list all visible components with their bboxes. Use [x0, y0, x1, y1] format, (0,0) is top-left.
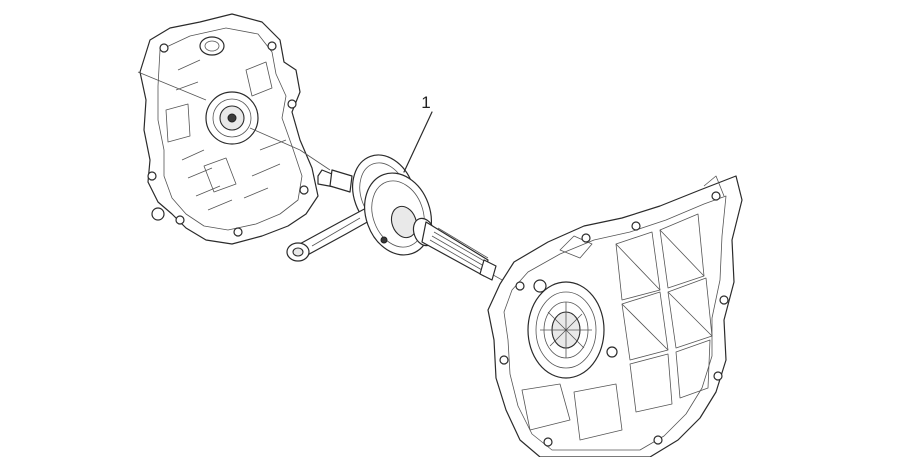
crankshaft-assembly [286, 154, 497, 281]
left-crankcase-half [137, 13, 319, 245]
callout-1: 1 [403, 93, 433, 173]
callout-label: 1 [421, 93, 430, 112]
callout-leader-line [403, 111, 433, 173]
right-crankcase-half [487, 175, 743, 457]
